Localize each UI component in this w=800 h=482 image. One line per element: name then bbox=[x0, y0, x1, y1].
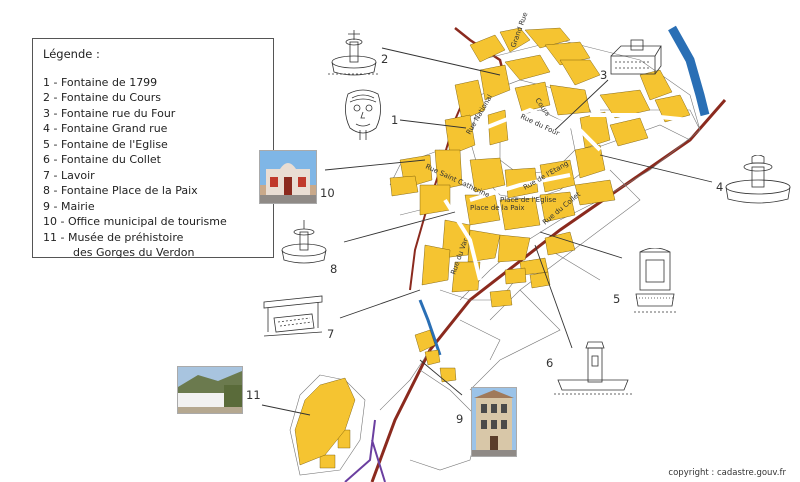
marker-4: 4 bbox=[716, 180, 724, 194]
fountain-2-sketch bbox=[328, 30, 380, 76]
legend-list: 1 - Fontaine de 1799 2 - Fontaine du Cou… bbox=[43, 75, 263, 261]
street-place-eglise: Place de l'Eglise bbox=[500, 196, 556, 204]
marker-11: 11 bbox=[246, 388, 261, 402]
legend-item: 9 - Mairie bbox=[43, 199, 95, 213]
fountain-8-sketch bbox=[281, 220, 327, 264]
marker-1: 1 bbox=[391, 113, 399, 127]
marker-10: 10 bbox=[320, 186, 335, 200]
street-overlay bbox=[443, 107, 691, 281]
legend-item: des Gorges du Verdon bbox=[73, 246, 195, 259]
legend-title: Légende : bbox=[43, 47, 100, 61]
fountain-4-sketch bbox=[725, 155, 791, 204]
legend-item: 6 - Fontaine du Collet bbox=[43, 153, 161, 166]
marker-7: 7 bbox=[327, 327, 335, 341]
fountain-5-sketch bbox=[634, 248, 676, 313]
marker-6: 6 bbox=[546, 356, 554, 370]
river bbox=[668, 25, 710, 117]
legend-item: 2 - Fontaine du Cours bbox=[43, 91, 162, 104]
lavoir-7-sketch bbox=[263, 295, 323, 337]
legend-item: 3 - Fontaine rue du Four bbox=[43, 106, 176, 120]
marker-2: 2 bbox=[381, 52, 389, 66]
leader-lines bbox=[261, 47, 713, 416]
boundary-line bbox=[344, 419, 386, 482]
legend-item: 8 - Fontaine Place de la Paix bbox=[43, 184, 198, 197]
buildings bbox=[319, 27, 691, 469]
marker-3: 3 bbox=[600, 68, 608, 82]
legend-item: 4 - Fontaine Grand rue bbox=[43, 122, 168, 135]
mairie-photo bbox=[471, 387, 517, 457]
legend-item: 5 - Fontaine de l'Eglise bbox=[43, 137, 168, 151]
fountain-3-sketch bbox=[610, 39, 662, 75]
marker-5: 5 bbox=[613, 292, 621, 306]
fountain-6-sketch bbox=[554, 341, 632, 395]
marker-8: 8 bbox=[330, 262, 338, 276]
legend-box: Légende : 1 - Fontaine de 1799 2 - Fonta… bbox=[32, 38, 274, 261]
street-rue-four: Rue du Four bbox=[519, 113, 561, 138]
canal bbox=[418, 299, 442, 356]
tourism-office-photo bbox=[259, 150, 317, 204]
museum-zone bbox=[294, 377, 356, 466]
street-place-paix: Place de la Paix bbox=[470, 204, 525, 212]
museum-photo bbox=[177, 366, 243, 414]
legend-item: 1 - Fontaine de 1799 bbox=[43, 75, 158, 89]
legend-item: 11 - Musée de préhistoire bbox=[43, 230, 184, 244]
copyright-text: copyright : cadastre.gouv.fr bbox=[668, 468, 786, 478]
legend-item: 10 - Office municipal de tourisme bbox=[43, 215, 227, 228]
marker-9: 9 bbox=[456, 412, 464, 426]
fountain-1-sketch bbox=[345, 89, 381, 140]
legend-item: 7 - Lavoir bbox=[43, 168, 95, 182]
